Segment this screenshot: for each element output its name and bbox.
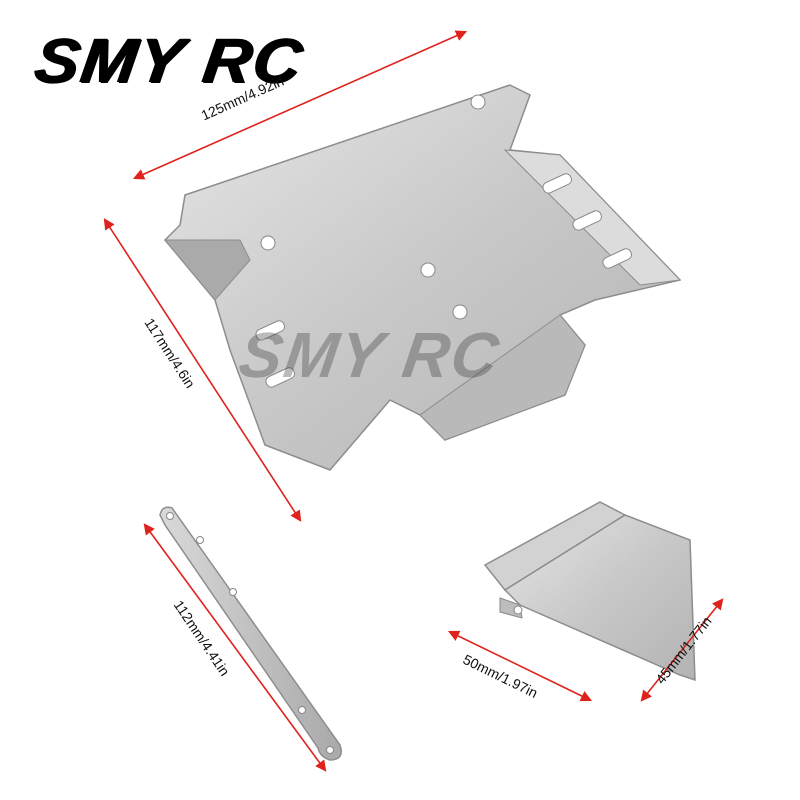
bar-length-arrow: [143, 523, 327, 772]
support-bar: [159, 506, 342, 761]
watermark: SMY RC: [234, 319, 505, 391]
guard-height-arrow: [640, 598, 724, 702]
width-arrow: [132, 30, 468, 180]
height-arrow: [103, 218, 302, 522]
guard-width-arrow: [447, 630, 593, 702]
skid-plate: [163, 84, 682, 471]
small-guard: [483, 501, 696, 682]
